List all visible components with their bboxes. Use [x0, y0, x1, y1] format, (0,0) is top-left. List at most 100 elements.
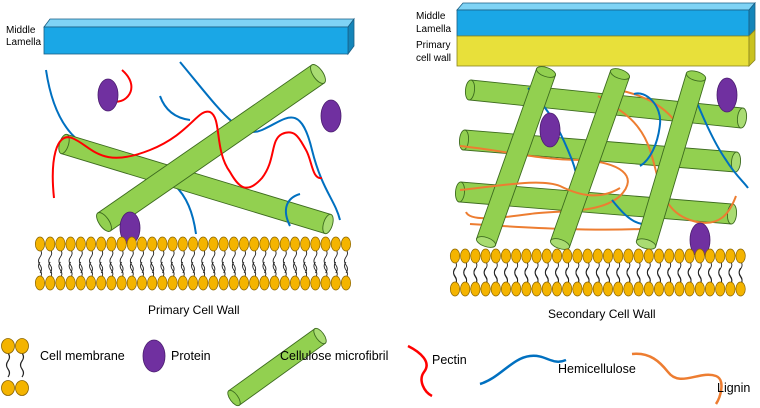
lipid-tail [708, 267, 712, 285]
lipid-tail [293, 261, 297, 279]
lipid-head [694, 281, 705, 297]
primary-wall-label-line2: cell wall [416, 53, 451, 64]
lipid-head [96, 275, 107, 291]
lipid-tail [313, 248, 318, 274]
lipid-tail [575, 267, 580, 285]
lipid-head [340, 236, 352, 252]
hemicellulose-strand [633, 92, 662, 167]
lipid-tail [493, 267, 498, 285]
primary-cell-wall-caption: Primary Cell Wall [148, 303, 240, 317]
lipid-tail [252, 261, 257, 279]
middle-lamella-label-line2: Lamella [416, 24, 451, 35]
lipid-head [449, 281, 461, 297]
lipid-head [65, 275, 76, 291]
lipid-head [167, 236, 178, 252]
lipid-tail [636, 267, 641, 285]
cellulose-microfibril [635, 70, 707, 250]
lipid-head [279, 275, 290, 291]
lipid-head [684, 281, 695, 297]
lipid-tail [677, 267, 682, 285]
legend-lignin-label: Lignin [717, 381, 750, 395]
lipid-head [541, 281, 552, 297]
lipid-head [300, 275, 311, 291]
lipid-tail [38, 261, 42, 279]
lipid-tail [180, 261, 185, 279]
lipid-head [218, 275, 229, 291]
lipid-tail [303, 261, 308, 279]
lipid-head [521, 281, 532, 297]
legend-cellulose-icon [227, 327, 327, 407]
lipid-tail [119, 261, 124, 279]
lipid-tail [514, 267, 519, 285]
lipid-head [592, 248, 603, 264]
lipid-head [147, 275, 158, 291]
lipid-tail [5, 352, 11, 378]
lipid-tail [201, 261, 206, 279]
lipid-head [653, 281, 665, 297]
lipid-head [531, 248, 542, 264]
lipid-tail [738, 267, 743, 285]
lipid-tail [344, 261, 348, 279]
lipid-tail [272, 261, 277, 279]
lipid-tail [231, 248, 236, 274]
legend-pectin-label: Pectin [432, 353, 467, 367]
lipid-tail [140, 248, 144, 274]
legend-protein-label: Protein [171, 349, 211, 363]
hemicellulose-strand [159, 95, 191, 121]
hemicellulose-strand [179, 61, 341, 221]
lipid-tail [524, 267, 529, 285]
cellulose-microfibril [475, 66, 557, 248]
lipid-tail [170, 261, 175, 279]
lipid-head [208, 236, 219, 252]
lipid-tail [585, 267, 590, 285]
primary-middle-lamella: Middle Lamella [6, 17, 355, 56]
lipid-head [116, 275, 127, 291]
lipid-head [15, 338, 29, 354]
lipid-head [310, 275, 321, 291]
lipid-tail [109, 248, 114, 274]
lipid-tail [89, 261, 93, 279]
lipid-head [330, 275, 341, 291]
lipid-head [480, 248, 491, 264]
lipid-head [279, 236, 290, 252]
lipid-tail [150, 248, 155, 274]
lipid-head [45, 275, 56, 291]
lipid-head [106, 275, 117, 291]
lipid-tail [262, 248, 267, 274]
lipid-head [541, 248, 552, 264]
lignin-strand [459, 145, 629, 220]
lipid-head [664, 248, 675, 264]
lipid-tail [68, 261, 73, 279]
lipid-tail [78, 261, 83, 279]
lipid-head [34, 275, 46, 291]
lipid-head [34, 236, 46, 252]
lipid-head [551, 248, 563, 264]
lipid-head [55, 275, 66, 291]
lipid-head [511, 248, 522, 264]
lipid-tail [606, 267, 610, 285]
lipid-head [228, 275, 239, 291]
lipid-tail [303, 248, 308, 274]
lipid-head [664, 281, 675, 297]
lipid-tail [333, 261, 338, 279]
cellulose-microfibril [96, 64, 326, 232]
lipid-tail [160, 248, 165, 274]
lipid-head [238, 236, 250, 252]
lipid-tail [697, 267, 702, 285]
lipid-tail [262, 261, 267, 279]
lipid-tail [657, 267, 661, 285]
lipid-tail [78, 248, 83, 274]
secondary-cell-wall-caption: Secondary Cell Wall [548, 307, 656, 321]
lipid-head [310, 236, 321, 252]
lipid-head [157, 236, 168, 252]
legend-lignin-icon [631, 352, 723, 405]
lipid-head [136, 275, 148, 291]
lipid-tail [38, 248, 42, 274]
lipid-head [674, 281, 685, 297]
lipid-head [65, 236, 76, 252]
lipid-head [126, 275, 137, 291]
lipid-tail [119, 248, 124, 274]
lipid-tail [242, 261, 246, 279]
lipid-tail [129, 261, 134, 279]
lipid-head [85, 236, 97, 252]
